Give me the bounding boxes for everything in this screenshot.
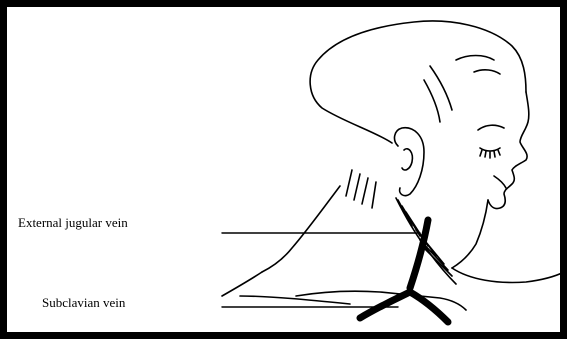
eyebrow <box>478 125 504 130</box>
hair-line-2 <box>474 70 500 74</box>
label-subclavian-vein: Subclavian vein <box>42 296 125 309</box>
shoulder <box>222 272 350 304</box>
ear <box>395 128 424 196</box>
hair-line-1 <box>456 56 494 61</box>
hair-strands <box>346 170 376 208</box>
eyelashes <box>480 150 500 158</box>
hair-line-4 <box>424 80 440 122</box>
jaw-line <box>452 200 488 268</box>
external-jugular-vein <box>410 220 428 288</box>
neck-back <box>262 186 340 272</box>
subclavian-vein <box>360 292 448 322</box>
mouth <box>494 176 506 188</box>
label-external-jugular-vein: External jugular vein <box>18 216 128 229</box>
hair-line-3 <box>430 66 452 110</box>
ear-inner <box>402 149 412 170</box>
chest-line <box>452 268 564 282</box>
eye <box>480 148 500 151</box>
